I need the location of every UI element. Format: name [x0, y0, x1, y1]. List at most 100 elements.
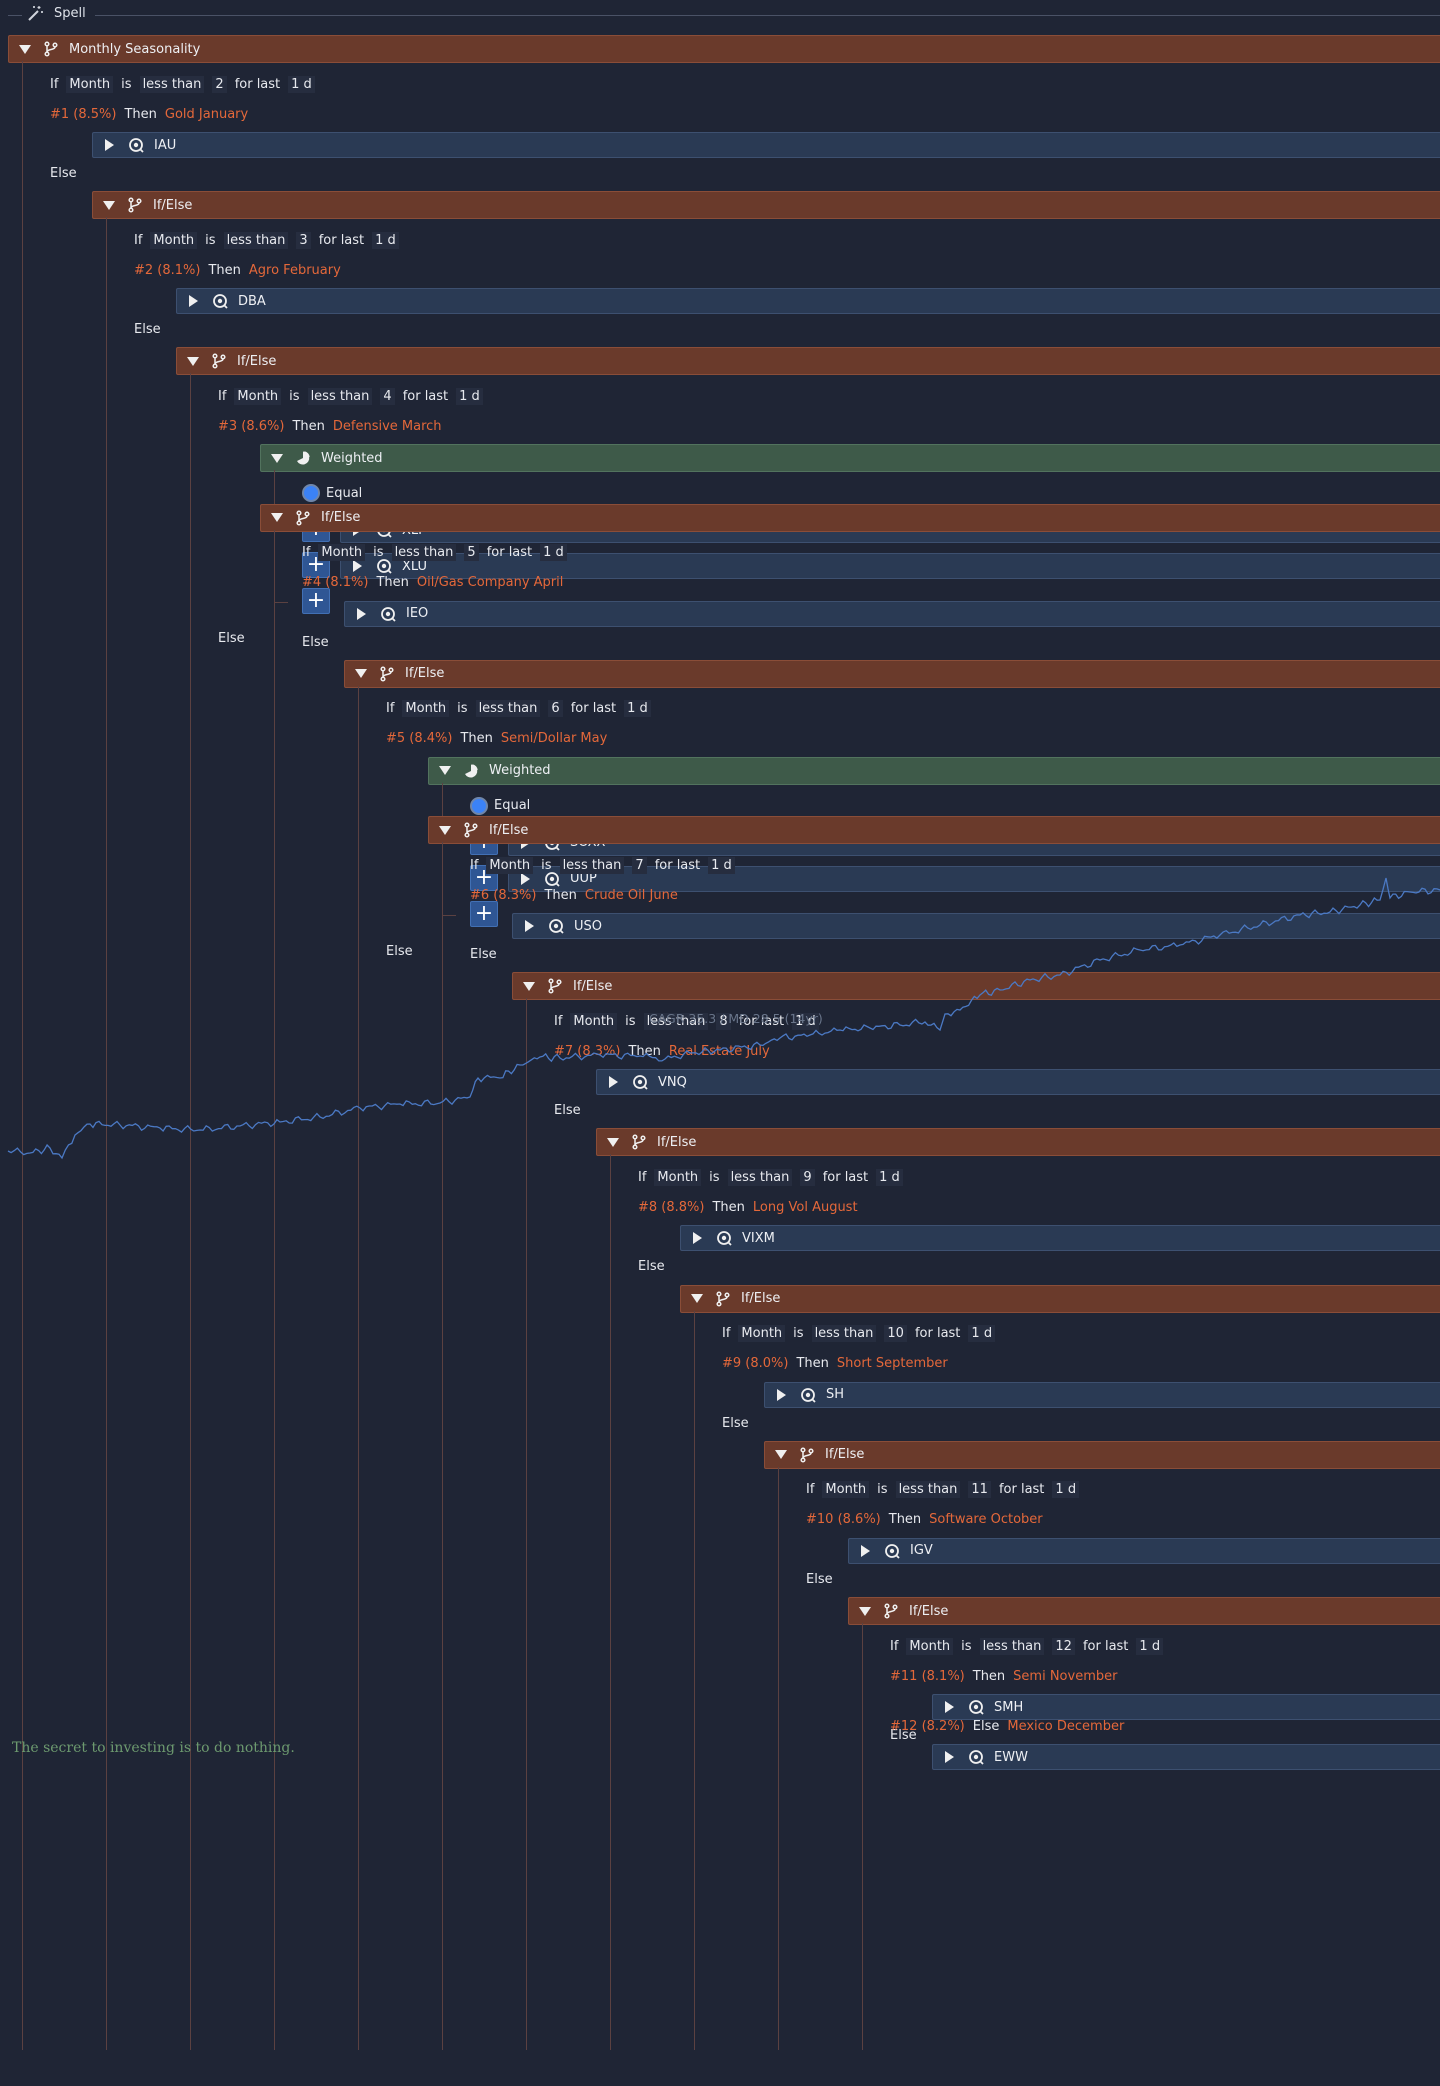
cond-window[interactable]: 1 d: [708, 856, 735, 874]
asset-block-iau[interactable]: IAU: [92, 132, 1440, 158]
cond-window[interactable]: 1 d: [624, 700, 651, 718]
branch-name[interactable]: Short September: [836, 1356, 948, 1372]
branch-name[interactable]: Mexico December: [1007, 1718, 1125, 1734]
cond-operator[interactable]: less than: [811, 1325, 877, 1343]
add-button[interactable]: +: [302, 588, 330, 615]
weighted-block[interactable]: Weighted: [260, 444, 1440, 473]
branch-name[interactable]: Oil/Gas Company April: [416, 575, 564, 591]
asset-block-igv[interactable]: IGV: [848, 1537, 1440, 1564]
collapse-arrow-icon[interactable]: [187, 356, 199, 366]
collapse-arrow-icon[interactable]: [439, 825, 451, 835]
collapse-arrow-icon[interactable]: [271, 513, 283, 523]
ifelse-block[interactable]: If/Else: [92, 191, 1440, 220]
branch-name[interactable]: Real Estate July: [668, 1043, 770, 1059]
cond-indicator[interactable]: Month: [318, 544, 366, 562]
ifelse-block[interactable]: If/Else: [680, 1284, 1440, 1313]
branch-name[interactable]: Gold January: [164, 106, 249, 122]
cond-value[interactable]: 5: [464, 544, 479, 562]
branch-name[interactable]: Agro February: [248, 262, 341, 278]
ifelse-block[interactable]: If/Else: [260, 503, 1440, 532]
cond-value[interactable]: 7: [632, 856, 647, 874]
collapse-arrow-icon[interactable]: [19, 44, 31, 54]
collapse-arrow-icon[interactable]: [691, 1294, 703, 1304]
ifelse-block[interactable]: If/Else: [512, 972, 1440, 1001]
cond-indicator[interactable]: Month: [570, 1012, 618, 1030]
cond-indicator[interactable]: Month: [486, 856, 534, 874]
cond-value[interactable]: 2: [212, 75, 227, 93]
ifelse-block[interactable]: If/Else: [848, 1597, 1440, 1625]
root-block[interactable]: Monthly Seasonality: [8, 35, 1440, 63]
asset-block-vixm[interactable]: VIXM: [680, 1225, 1440, 1252]
branch-name[interactable]: Defensive March: [332, 418, 442, 434]
cond-indicator[interactable]: Month: [234, 387, 282, 405]
radio-selected-icon[interactable]: [470, 796, 488, 815]
equal-weight-option[interactable]: Equal: [470, 793, 530, 819]
ifelse-block[interactable]: If/Else: [176, 347, 1440, 376]
expand-arrow-icon[interactable]: [693, 1232, 702, 1245]
cond-operator[interactable]: less than: [139, 75, 205, 93]
cond-operator[interactable]: less than: [475, 700, 541, 718]
asset-block-smh[interactable]: SMH: [932, 1694, 1440, 1720]
ifelse-block[interactable]: If/Else: [428, 816, 1440, 844]
expand-arrow-icon[interactable]: [353, 560, 362, 573]
equal-weight-option[interactable]: Equal: [302, 480, 362, 506]
asset-block-eww[interactable]: EWW: [932, 1744, 1440, 1770]
cond-operator[interactable]: less than: [307, 387, 373, 405]
expand-arrow-icon[interactable]: [945, 1751, 954, 1763]
cond-window[interactable]: 1 d: [968, 1325, 996, 1343]
ifelse-block[interactable]: If/Else: [596, 1128, 1440, 1157]
expand-arrow-icon[interactable]: [525, 920, 534, 932]
branch-name[interactable]: Semi November: [1013, 1668, 1118, 1684]
cond-value[interactable]: 3: [296, 231, 311, 249]
cond-value[interactable]: 12: [1052, 1637, 1075, 1655]
ifelse-block[interactable]: If/Else: [344, 659, 1440, 688]
ifelse-block[interactable]: If/Else: [764, 1440, 1440, 1469]
asset-block-uso[interactable]: USO: [512, 913, 1440, 939]
expand-arrow-icon[interactable]: [945, 1701, 954, 1713]
expand-arrow-icon[interactable]: [777, 1388, 786, 1401]
cond-operator[interactable]: less than: [895, 1481, 961, 1499]
cond-window[interactable]: 1 d: [372, 231, 399, 249]
asset-block-ieo[interactable]: IEO: [344, 600, 1440, 627]
cond-operator[interactable]: less than: [559, 856, 625, 874]
asset-block-xlu[interactable]: XLU: [340, 553, 1440, 580]
collapse-arrow-icon[interactable]: [439, 766, 451, 776]
cond-window[interactable]: 1 d: [540, 544, 567, 562]
cond-window[interactable]: 1 d: [288, 75, 315, 93]
branch-name[interactable]: Long Vol August: [752, 1199, 858, 1215]
cond-window[interactable]: 1 d: [1136, 1637, 1164, 1655]
expand-arrow-icon[interactable]: [189, 295, 198, 308]
cond-indicator[interactable]: Month: [906, 1637, 954, 1655]
branch-name[interactable]: Crude Oil June: [584, 887, 678, 903]
collapse-arrow-icon[interactable]: [271, 453, 283, 463]
asset-block-vnq[interactable]: VNQ: [596, 1069, 1440, 1096]
collapse-arrow-icon[interactable]: [607, 1137, 619, 1147]
cond-value[interactable]: 11: [968, 1481, 991, 1499]
cond-operator[interactable]: less than: [223, 231, 289, 249]
cond-operator[interactable]: less than: [727, 1168, 793, 1186]
asset-block-dba[interactable]: DBA: [176, 288, 1440, 315]
cond-window[interactable]: 1 d: [456, 387, 483, 405]
cond-operator[interactable]: less than: [391, 544, 457, 562]
expand-arrow-icon[interactable]: [609, 1076, 618, 1089]
asset-block-sh[interactable]: SH: [764, 1381, 1440, 1408]
cond-indicator[interactable]: Month: [654, 1168, 702, 1186]
cond-operator[interactable]: less than: [979, 1637, 1045, 1655]
cond-window[interactable]: 1 d: [876, 1168, 903, 1186]
cond-value[interactable]: 10: [884, 1325, 907, 1343]
branch-name[interactable]: Software October: [929, 1512, 1043, 1528]
radio-selected-icon[interactable]: [302, 484, 320, 503]
expand-arrow-icon[interactable]: [861, 1544, 870, 1557]
cond-indicator[interactable]: Month: [66, 75, 114, 93]
collapse-arrow-icon[interactable]: [103, 200, 115, 210]
collapse-arrow-icon[interactable]: [859, 1606, 871, 1616]
collapse-arrow-icon[interactable]: [355, 669, 367, 679]
branch-name[interactable]: Semi/Dollar May: [500, 731, 608, 747]
cond-indicator[interactable]: Month: [738, 1325, 786, 1343]
collapse-arrow-icon[interactable]: [775, 1450, 787, 1460]
expand-arrow-icon[interactable]: [357, 607, 366, 620]
collapse-arrow-icon[interactable]: [523, 981, 535, 991]
cond-value[interactable]: 4: [380, 387, 395, 405]
cond-window[interactable]: 1 d: [1052, 1481, 1080, 1499]
cond-indicator[interactable]: Month: [150, 231, 198, 249]
